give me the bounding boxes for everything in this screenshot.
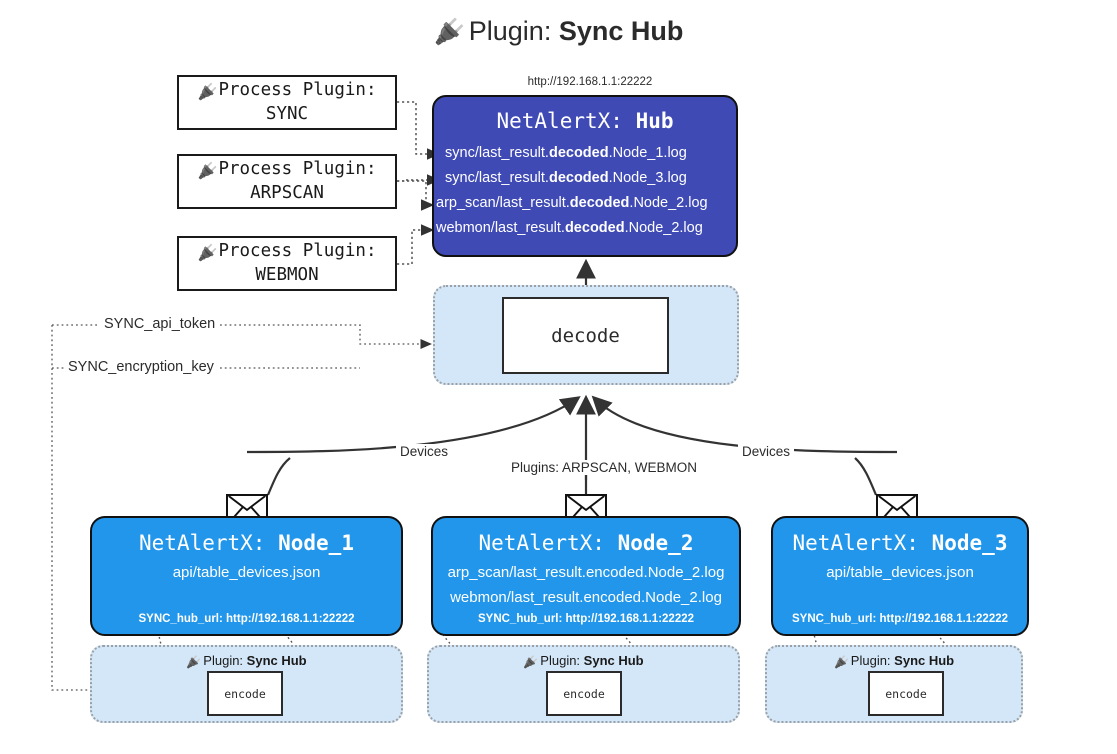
node-name-label: Node_2 [617,531,694,555]
plug-icon: 🔌 [197,81,218,101]
process-plugin-label: Process Plugin: [218,79,377,100]
encode-box-node-2[interactable]: encode [546,671,622,716]
node-title: NetAlertX: Node_1 [139,531,354,555]
process-plugin-label: Process Plugin: [218,240,377,261]
plugins-mid-label: Plugins: ARPSCAN, WEBMON [507,460,702,475]
node-name-label: Node_3 [931,531,1008,555]
process-plugin-sync-box[interactable]: 🔌Process Plugin: SYNC [177,75,397,130]
process-plugin-webmon-box[interactable]: 🔌Process Plugin: WEBMON [177,236,397,291]
node-box-node-1[interactable]: NetAlertX: Node_1 api/table_devices.json… [90,516,403,636]
process-plugin-name: ARPSCAN [250,182,324,203]
encode-box-node-1[interactable]: encode [207,671,283,716]
encode-group-node-2: 🔌Plugin: Sync Hub encode [427,645,740,723]
devices-left-label: Devices [396,444,453,459]
process-plugin-name: WEBMON [255,264,319,285]
node-title: NetAlertX: Node_2 [478,531,694,555]
node-hub-url-label: SYNC_hub_url: http://192.168.1.1:22222 [138,613,355,625]
hub-log-line: sync/last_result.decoded.Node_3.log [445,169,687,186]
hub-name-label: Hub [635,109,674,133]
hub-log-list: sync/last_result.decoded.Node_1.log sync… [434,141,736,241]
encode-group-label: 🔌Plugin: Sync Hub [833,653,955,669]
process-plugin-name: SYNC [265,103,309,124]
node-resource-line: webmon/last_result.encoded.Node_2.log [450,589,722,607]
node-resource-line: arp_scan/last_result.encoded.Node_2.log [447,564,725,581]
hub-app-label: NetAlertX: [496,109,623,133]
node-resource-line: api/table_devices.json [172,564,321,581]
node-name-label: Node_1 [278,531,354,555]
sync-encryption-key-label: SYNC_encryption_key [64,359,218,375]
node-hub-url-label: SYNC_hub_url: http://192.168.1.1:22222 [791,613,1009,625]
plug-icon: 🔌 [186,655,202,669]
sync-api-token-label: SYNC_api_token [100,316,220,332]
node-box-node-2[interactable]: NetAlertX: Node_2 arp_scan/last_result.e… [431,516,741,636]
process-plugin-arpscan-box[interactable]: 🔌Process Plugin: ARPSCAN [177,154,397,209]
title-prefix: Plugin: [468,16,552,46]
title-name: Sync Hub [558,16,684,46]
encode-box-node-3[interactable]: encode [868,671,944,716]
process-plugin-label: Process Plugin: [218,158,377,179]
plug-icon: 🔌 [833,655,849,669]
devices-right-label: Devices [738,444,795,459]
hub-log-line: arp_scan/last_result.decoded.Node_2.log [436,194,708,211]
encode-group-label: 🔌Plugin: Sync Hub [186,653,307,669]
node-resource-line: api/table_devices.json [826,564,974,581]
encode-group-node-3: 🔌Plugin: Sync Hub encode [765,645,1023,723]
node-box-node-3[interactable]: NetAlertX: Node_3 api/table_devices.json… [771,516,1029,636]
decode-box[interactable]: decode [502,297,669,374]
node-hub-url-label: SYNC_hub_url: http://192.168.1.1:22222 [477,613,695,625]
plug-icon: 🔌 [523,655,539,669]
hub-node-box[interactable]: NetAlertX: Hub sync/last_result.decoded.… [432,95,738,257]
plug-icon: 🔌 [197,160,218,180]
plug-icon: 🔌 [197,242,218,262]
plug-icon: 🔌 [433,18,465,46]
encode-group-node-1: 🔌Plugin: Sync Hub encode [90,645,403,723]
hub-log-line: webmon/last_result.decoded.Node_2.log [436,219,703,236]
hub-log-line: sync/last_result.decoded.Node_1.log [445,145,687,161]
hub-title: NetAlertX: Hub [434,109,736,133]
page-title: 🔌Plugin: Sync Hub [0,16,1117,47]
hub-url-label: http://192.168.1.1:22222 [527,76,653,88]
node-title: NetAlertX: Node_3 [792,531,1008,555]
encode-group-label: 🔌Plugin: Sync Hub [523,653,644,669]
